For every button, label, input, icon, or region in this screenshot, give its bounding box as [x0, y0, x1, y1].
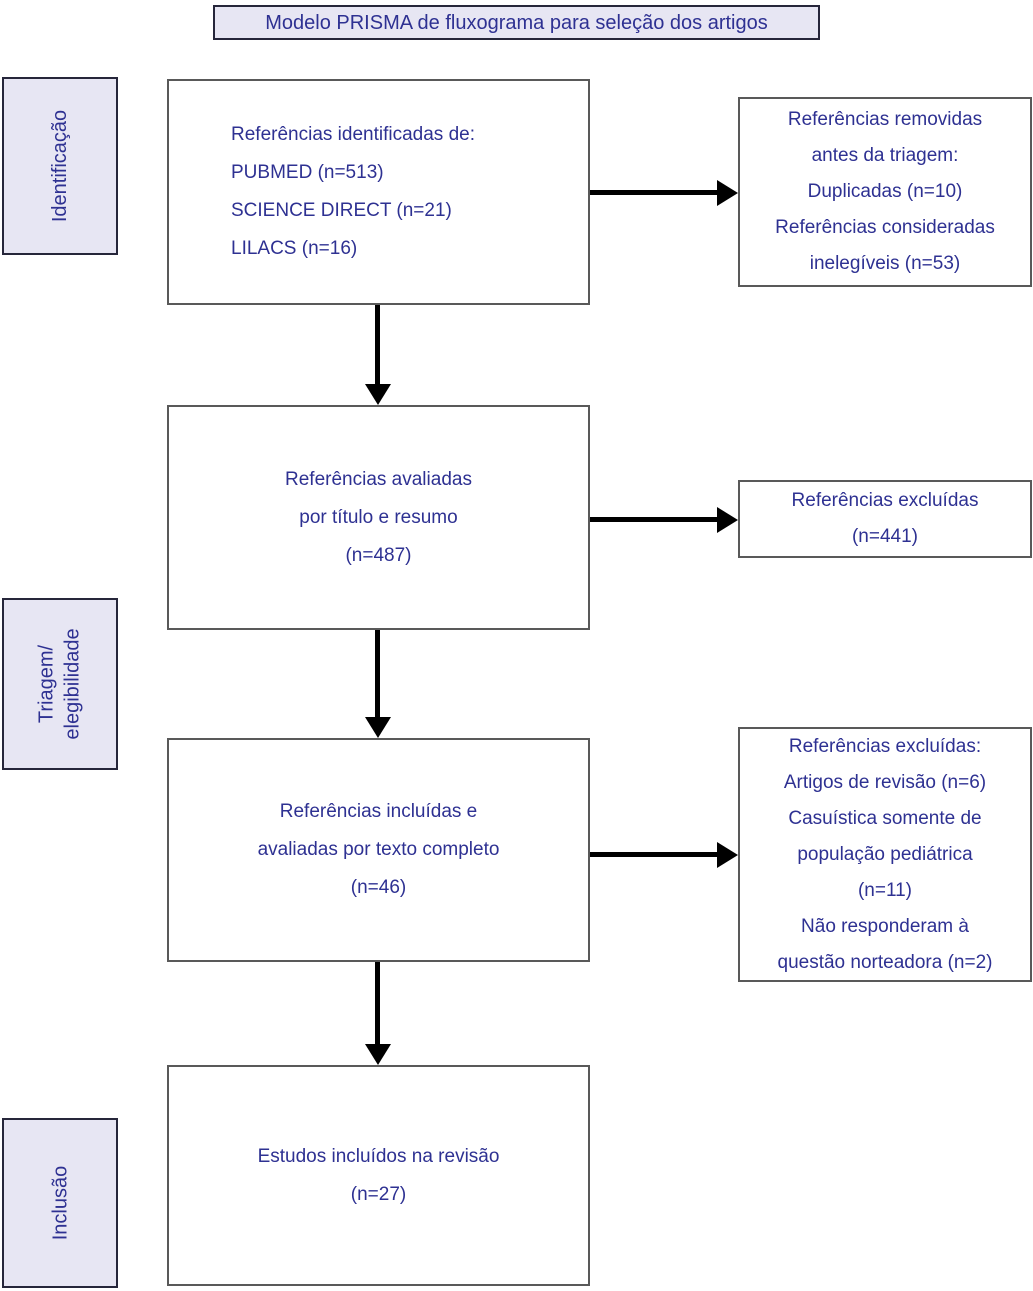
stage-label-inclusao: Inclusão	[2, 1118, 118, 1288]
flow-box-references-identified: Referências identificadas de: PUBMED (n=…	[167, 79, 590, 305]
flow-box-text: Referências avaliadas por título e resum…	[285, 468, 472, 566]
flow-box-screened-title-abstract: Referências avaliadas por título e resum…	[167, 405, 590, 630]
side-box-text: Referências excluídas (n=441)	[791, 490, 979, 547]
diagram-title-banner: Modelo PRISMA de fluxograma para seleção…	[213, 5, 820, 40]
stage-label-text: Identificação	[49, 109, 72, 223]
stage-label-identificacao: Identificação	[2, 77, 118, 255]
side-box-text: Referências excluídas: Artigos de revisã…	[777, 735, 993, 973]
stage-label-triagem-elegibilidade: Triagem/ elegibilidade	[2, 598, 118, 770]
side-box-text: Referências removidas antes da triagem: …	[775, 109, 995, 274]
arrow-identified-to-removed	[590, 190, 717, 195]
flow-box-text: Estudos incluídos na revisão (n=27)	[257, 1145, 500, 1205]
diagram-title: Modelo PRISMA de fluxograma para seleção…	[265, 11, 768, 34]
flow-box-text: Referências incluídas e avaliadas por te…	[257, 801, 500, 898]
flow-box-fulltext-assessed: Referências incluídas e avaliadas por te…	[167, 738, 590, 962]
side-box-excluded-title-abstract: Referências excluídas (n=441)	[738, 480, 1032, 558]
arrow-fulltext-to-included	[375, 962, 380, 1044]
stage-label-text: Inclusão	[49, 1165, 71, 1241]
side-box-excluded-fulltext: Referências excluídas: Artigos de revisã…	[738, 727, 1032, 982]
arrow-identified-to-screened	[375, 305, 380, 384]
stage-label-text: Triagem/ elegibilidade	[35, 628, 84, 740]
flow-box-text: Referências identificadas de: PUBMED (n=…	[231, 124, 475, 259]
side-box-removed-before-screening: Referências removidas antes da triagem: …	[738, 97, 1032, 287]
arrow-fulltext-to-excluded	[590, 852, 717, 857]
arrow-screened-to-excluded	[590, 517, 717, 522]
arrow-screened-to-fulltext	[375, 630, 380, 717]
flow-box-studies-included: Estudos incluídos na revisão (n=27)	[167, 1065, 590, 1286]
